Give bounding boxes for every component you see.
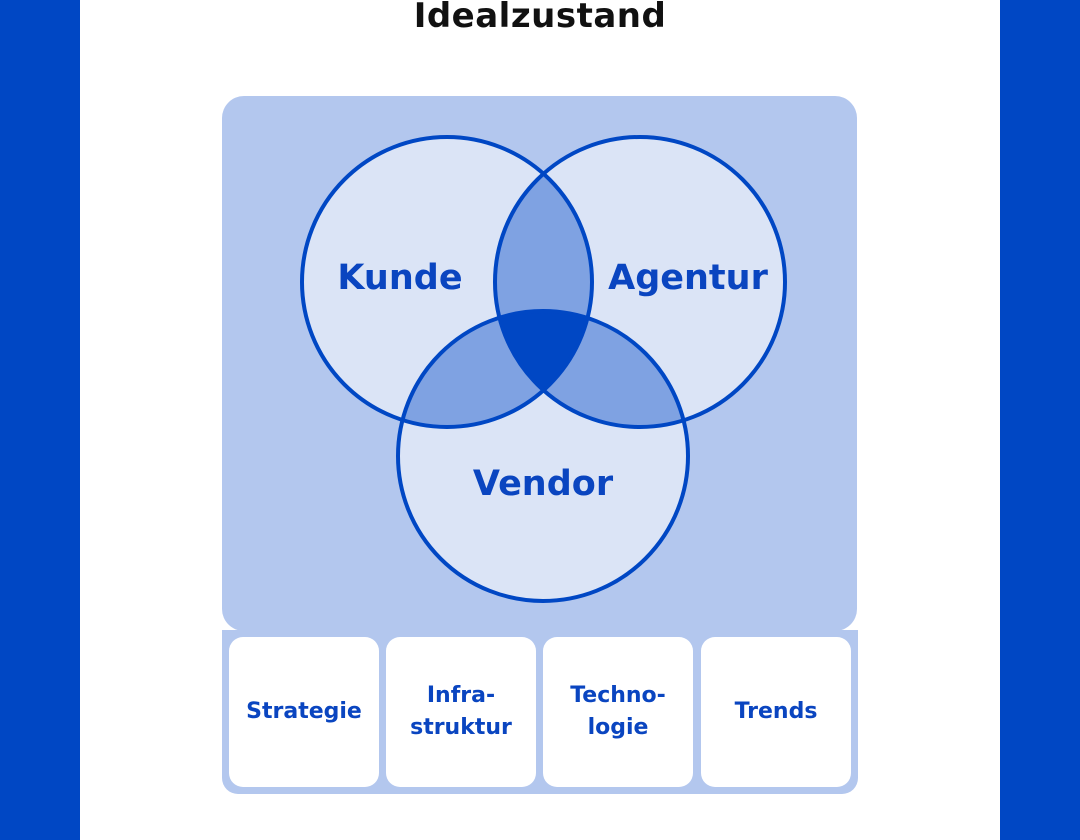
pillar-label: Strategie	[246, 699, 362, 724]
diagram-title: Idealzustand	[413, 0, 667, 36]
label-kunde: Kunde	[337, 258, 462, 298]
label-vendor: Vendor	[473, 464, 614, 504]
pillar-label: Infra- struktur	[410, 683, 512, 740]
circle-kunde-outline	[300, 135, 594, 429]
circle-vendor-outline	[396, 309, 690, 603]
overlap-agentur-vendor	[495, 311, 688, 427]
overlap-kunde-vendor	[398, 311, 592, 427]
pillar-infrastruktur: Infra- struktur	[386, 637, 536, 787]
pillar-trends: Trends	[701, 637, 851, 787]
pillar-technologie: Techno- logie	[543, 637, 693, 787]
pillar-label: Trends	[734, 699, 818, 724]
circle-agentur-outline	[493, 135, 787, 429]
label-agentur: Agentur	[608, 258, 768, 298]
pillar-label: Techno- logie	[570, 683, 666, 740]
pillar-strategie: Strategie	[229, 637, 379, 787]
